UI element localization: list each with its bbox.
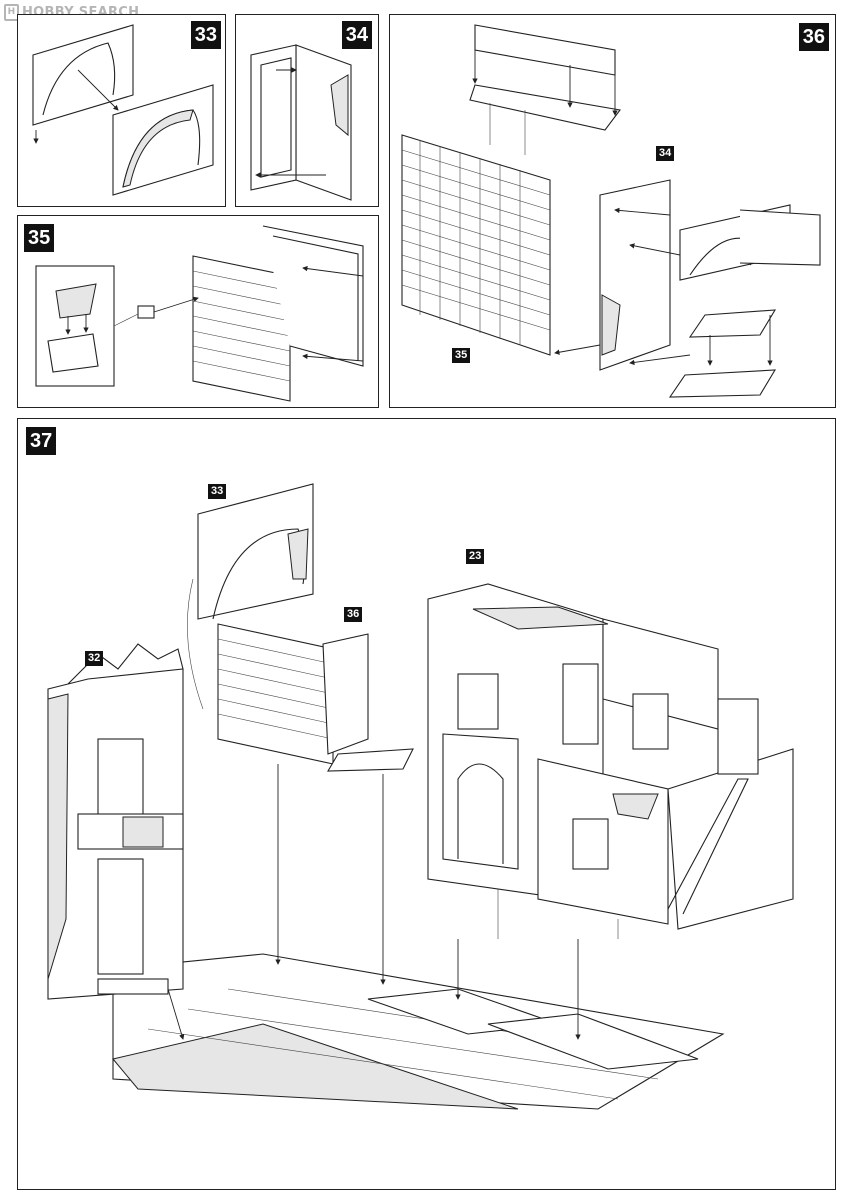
step-36-panel: 36 34 35 bbox=[389, 14, 836, 408]
step-36-drawing bbox=[401, 24, 821, 398]
step-36-badge: 36 bbox=[798, 23, 829, 51]
part-tag-36: 36 bbox=[344, 607, 363, 622]
step-37-panel: 37 33 36 32 23 bbox=[17, 418, 836, 1190]
step-35-drawing bbox=[35, 225, 364, 402]
step-33-panel: 33 bbox=[17, 14, 226, 207]
step-35-badge: 35 bbox=[24, 224, 55, 252]
step-33-drawing bbox=[32, 24, 214, 196]
part-tag-35: 35 bbox=[452, 348, 471, 363]
part-tag-32: 32 bbox=[85, 651, 104, 666]
step-34-badge: 34 bbox=[341, 21, 372, 49]
part-tag-33: 33 bbox=[208, 484, 227, 499]
step-35-panel: 35 bbox=[17, 215, 379, 408]
step-37-drawing bbox=[47, 483, 794, 1110]
step-34-drawing bbox=[250, 44, 352, 201]
step-37-badge: 37 bbox=[26, 427, 57, 455]
part-tag-23: 23 bbox=[466, 549, 485, 564]
step-33-badge: 33 bbox=[190, 21, 221, 49]
hobby-search-logo-icon: H bbox=[4, 4, 19, 21]
step-34-panel: 34 bbox=[235, 14, 379, 207]
part-tag-34: 34 bbox=[656, 146, 675, 161]
